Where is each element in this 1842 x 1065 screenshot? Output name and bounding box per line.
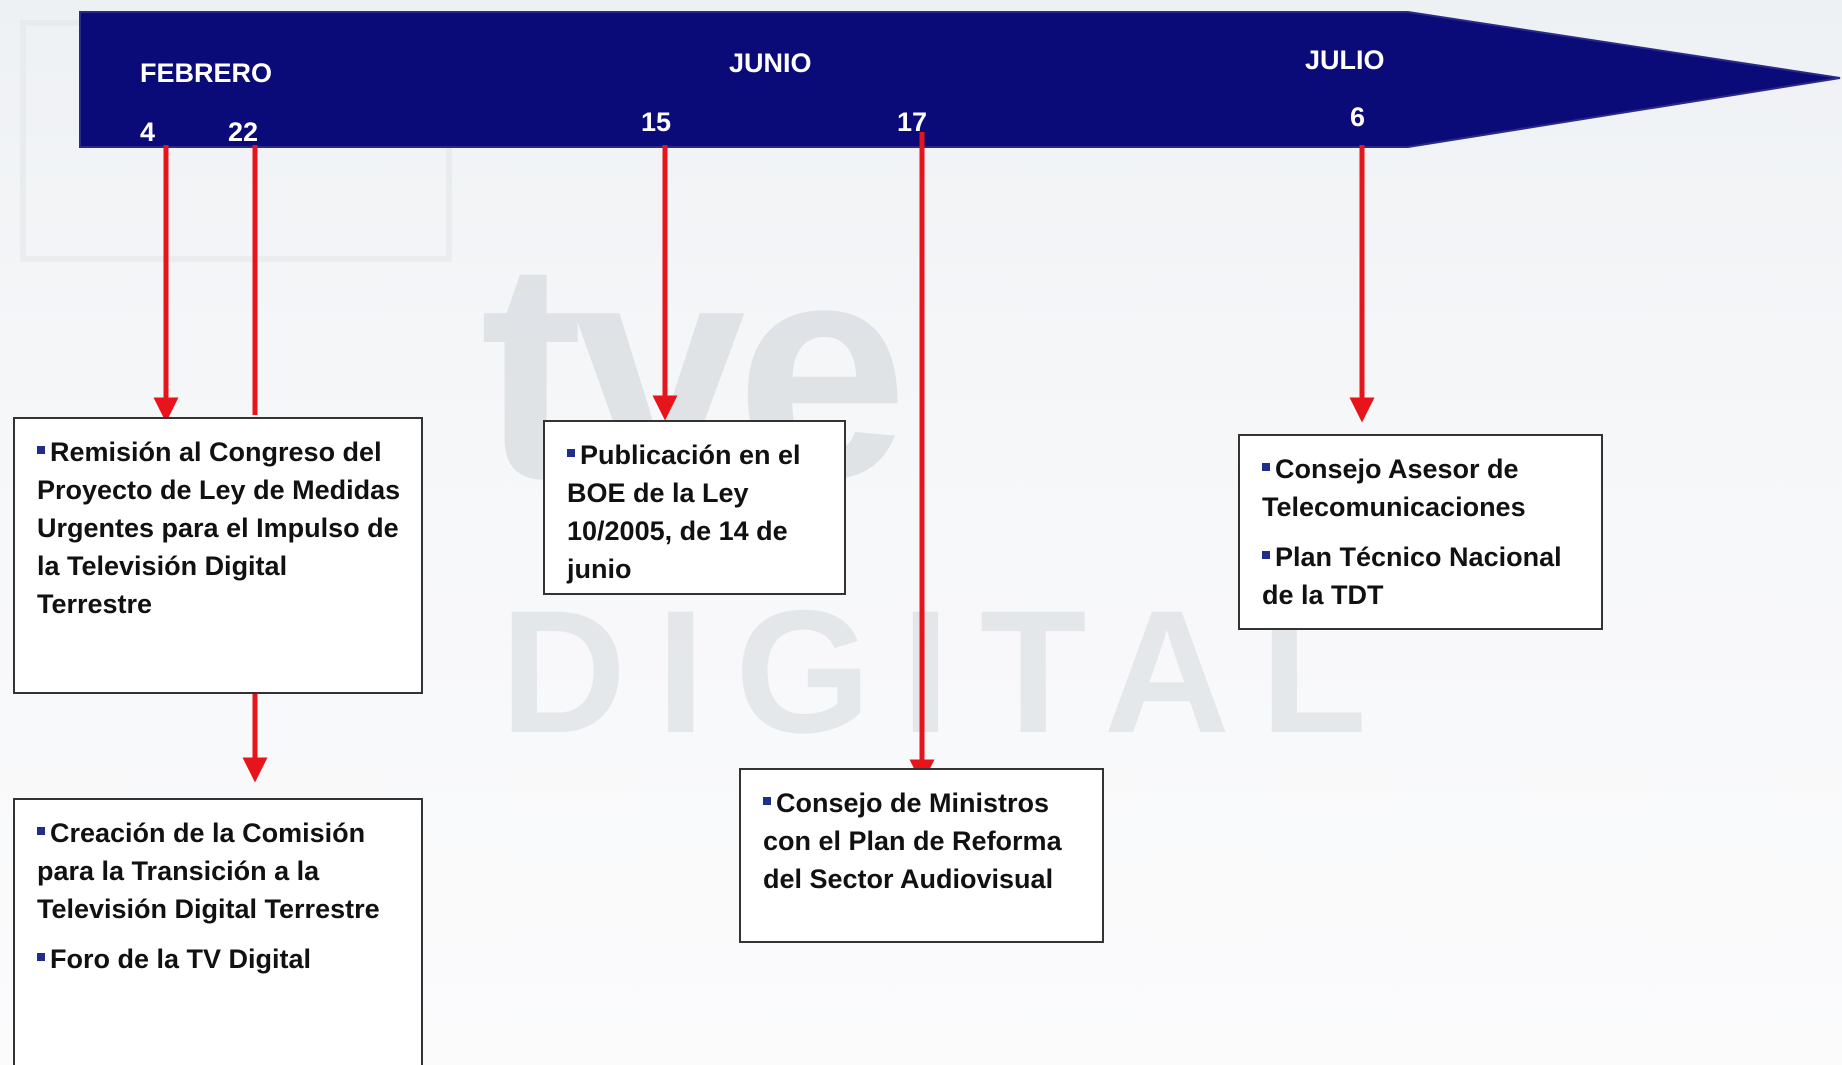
- timeline-arrow: [79, 11, 1841, 148]
- event-text: Plan Técnico Nacional de la TDT: [1262, 542, 1562, 610]
- month-label-febrero: FEBRERO: [140, 58, 273, 88]
- bullet-icon: [37, 827, 45, 835]
- event-item: Remisión al Congreso del Proyecto de Ley…: [37, 433, 403, 623]
- day-label-6: 6: [1350, 102, 1366, 132]
- event-box-jun17: Consejo de Ministros con el Plan de Refo…: [739, 768, 1104, 943]
- month-label-julio: JULIO: [1305, 45, 1385, 75]
- event-connectors: [153, 132, 1375, 785]
- event-text: Consejo de Ministros con el Plan de Refo…: [763, 788, 1062, 894]
- bullet-icon: [1262, 463, 1270, 471]
- bullet-icon: [763, 797, 771, 805]
- bullet-icon: [1262, 551, 1270, 559]
- day-label-4: 4: [140, 117, 156, 147]
- event-item: Plan Técnico Nacional de la TDT: [1262, 538, 1583, 614]
- day-label-22: 22: [228, 117, 259, 147]
- event-text: Remisión al Congreso del Proyecto de Ley…: [37, 437, 401, 619]
- event-text: Foro de la TV Digital: [50, 944, 312, 974]
- event-item: Consejo de Ministros con el Plan de Refo…: [763, 784, 1084, 898]
- event-box-feb22: Creación de la Comisión para la Transici…: [13, 798, 423, 1065]
- event-text: Publicación en el BOE de la Ley 10/2005,…: [567, 440, 801, 584]
- event-item: Consejo Asesor de Telecomunicaciones: [1262, 450, 1583, 526]
- watermark-logo-subtitle: DIGITAL: [500, 575, 1397, 770]
- day-label-15: 15: [641, 107, 672, 137]
- bullet-icon: [567, 449, 575, 457]
- bullet-icon: [37, 953, 45, 961]
- event-box-jul6: Consejo Asesor de Telecomunicaciones Pla…: [1238, 434, 1603, 630]
- event-box-jun15: Publicación en el BOE de la Ley 10/2005,…: [543, 420, 846, 595]
- event-item: Creación de la Comisión para la Transici…: [37, 814, 403, 928]
- event-item: Publicación en el BOE de la Ley 10/2005,…: [567, 436, 826, 588]
- event-text: Consejo Asesor de Telecomunicaciones: [1262, 454, 1526, 522]
- month-label-junio: JUNIO: [729, 48, 812, 78]
- event-text: Creación de la Comisión para la Transici…: [37, 818, 380, 924]
- bullet-icon: [37, 446, 45, 454]
- event-box-feb4: Remisión al Congreso del Proyecto de Ley…: [13, 417, 423, 694]
- day-label-17: 17: [897, 107, 928, 137]
- event-item: Foro de la TV Digital: [37, 940, 403, 978]
